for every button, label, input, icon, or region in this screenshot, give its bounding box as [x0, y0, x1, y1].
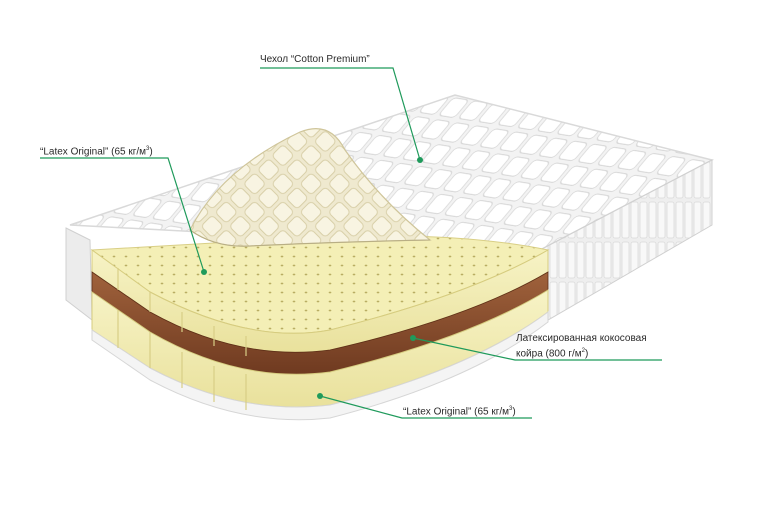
label-latex-top: “Latex Original” (65 кг/м3)	[40, 143, 153, 158]
leader-latex-bottom	[319, 395, 532, 419]
label-coir-line2-wrap: койра (800 г/м2)	[516, 345, 647, 360]
label-coir-sup: 2	[581, 348, 585, 354]
label-latex-bottom: “Latex Original” (65 кг/м3)	[403, 403, 516, 418]
cover-bottom-strip	[91, 311, 549, 421]
label-coir-line2: койра (800 г/м	[516, 348, 582, 360]
leader-latex-top	[40, 157, 205, 273]
label-latex-bottom-sup: 3	[509, 406, 513, 412]
leader-dots	[201, 157, 423, 399]
label-coir-line1: Латексированная кокосовая	[516, 333, 647, 344]
leader-lines	[40, 67, 662, 419]
label-cover-text: Чехол “Cotton Premium”	[260, 54, 370, 65]
label-coir: Латексированная кокосовая койра (800 г/м…	[516, 332, 647, 360]
label-latex-top-text: “Latex Original” (65 кг/м	[40, 146, 147, 158]
leader-coir	[412, 337, 662, 361]
cover-left-side	[65, 227, 93, 322]
label-coir-close: )	[584, 348, 589, 360]
label-latex-bottom-close: )	[512, 406, 516, 418]
leader-cover	[260, 67, 421, 161]
latex-block-dividers	[117, 268, 247, 410]
label-latex-bottom-text: “Latex Original” (65 кг/м	[403, 406, 510, 418]
label-cover: Чехол “Cotton Premium”	[260, 53, 370, 66]
label-latex-top-close: )	[149, 146, 153, 158]
label-latex-top-sup: 3	[146, 146, 150, 152]
